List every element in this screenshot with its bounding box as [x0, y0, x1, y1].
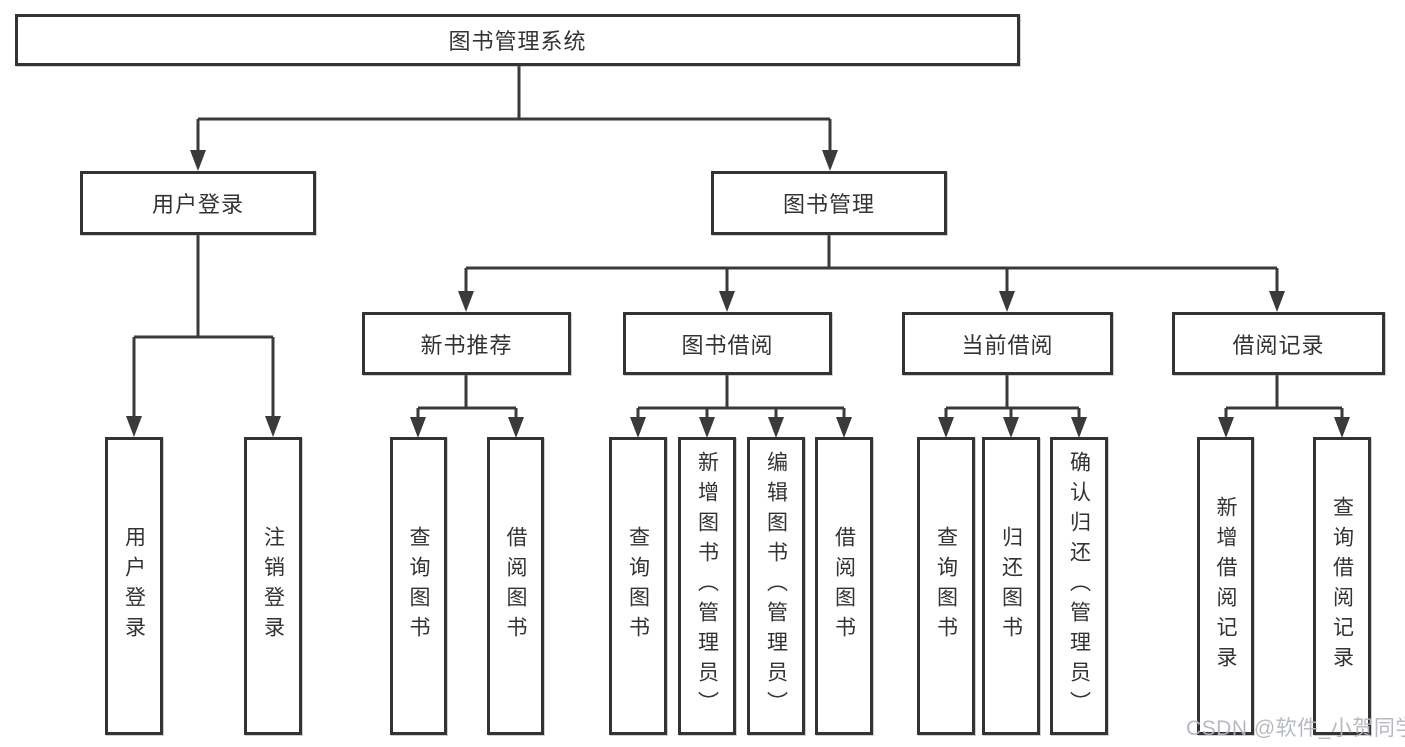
leaf-return-books: 归还图书	[982, 437, 1040, 735]
node-current-borrow-label: 当前借阅	[961, 332, 1054, 358]
leaf-borrow-books-recommend: 借阅图书	[487, 437, 544, 735]
node-book-management: 图书管理	[711, 171, 947, 235]
node-book-management-label: 图书管理	[782, 192, 875, 217]
node-book-borrow: 图书借阅	[623, 312, 832, 375]
leaf-add-books-admin: 新增图书（管理员）	[678, 437, 736, 735]
leaf-logout: 注销登录	[244, 437, 302, 735]
leaf-query-borrow-record: 查询借阅记录	[1313, 437, 1371, 735]
node-new-book-recommend: 新书推荐	[362, 312, 571, 375]
node-book-borrow-label: 图书借阅	[681, 332, 774, 358]
node-current-borrow: 当前借阅	[902, 312, 1113, 375]
leaf-edit-books-admin: 编辑图书（管理员）	[747, 437, 805, 735]
leaf-borrow-books: 借阅图书	[815, 437, 873, 735]
leaf-user-login: 用户登录	[105, 437, 163, 735]
leaf-query-books-current: 查询图书	[917, 437, 975, 735]
leaf-add-borrow-record: 新增借阅记录	[1197, 437, 1254, 735]
node-borrow-records: 借阅记录	[1172, 312, 1385, 375]
node-new-book-recommend-label: 新书推荐	[420, 332, 513, 358]
leaf-confirm-return-admin: 确认归还（管理员）	[1050, 437, 1108, 735]
node-root-label: 图书管理系统	[448, 29, 587, 54]
leaf-query-books-recommend: 查询图书	[390, 437, 447, 735]
node-root: 图书管理系统	[15, 14, 1020, 66]
watermark-text: CSDN @软件_小贺同学	[1186, 717, 1405, 740]
leaf-query-books-borrow: 查询图书	[609, 437, 667, 735]
node-user-login-label: 用户登录	[151, 192, 244, 217]
node-user-login: 用户登录	[80, 171, 316, 235]
node-borrow-records-label: 借阅记录	[1232, 332, 1325, 358]
